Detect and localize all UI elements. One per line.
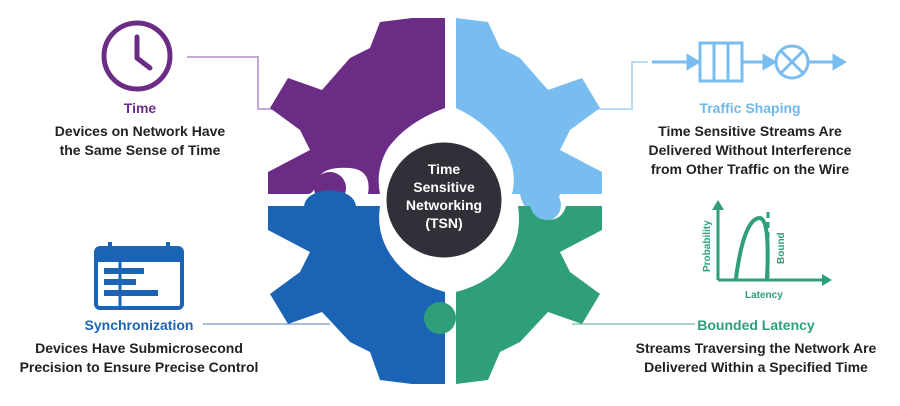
traffic-desc-line: Delivered Without Interference: [648, 142, 852, 158]
latency-desc-line: Delivered Within a Specified Time: [644, 359, 868, 375]
latency-desc-line: Streams Traversing the Network Are: [635, 340, 877, 356]
puzzle-knob-green: [424, 302, 456, 334]
time-block: Time Devices on Network Have the Same Se…: [20, 100, 260, 160]
clock-icon: [101, 20, 173, 92]
synchronization-icon: [94, 242, 184, 310]
latency-graph-xlabel: Latency: [745, 290, 783, 301]
bounded-latency-title: Bounded Latency: [697, 317, 815, 333]
synchronization-title: Synchronization: [84, 317, 194, 333]
sync-desc-line: Devices Have Submicrosecond: [35, 340, 243, 356]
center-label: Time Sensitive Networking (TSN): [386, 160, 502, 232]
puzzle-knob-light-blue: [529, 189, 561, 221]
center-circle: [381, 137, 507, 263]
bounded-latency-block: Bounded Latency Streams Traversing the N…: [618, 317, 894, 377]
gear-quadrant-green: [456, 206, 602, 384]
traffic-shaping-block: Traffic Shaping Time Sensitive Streams A…: [630, 100, 870, 179]
time-title: Time: [123, 100, 157, 116]
bounded-latency-description: Streams Traversing the Network Are Deliv…: [618, 339, 894, 377]
gear-quadrant-light-blue: [456, 18, 602, 214]
gear-quadrant-dark-blue: [268, 190, 445, 384]
traffic-shaping-icon: [652, 41, 847, 83]
sync-desc-line: Precision to Ensure Precise Control: [19, 359, 259, 375]
time-desc-line: the Same Sense of Time: [59, 142, 221, 158]
connector-line-traffic: [572, 61, 648, 110]
center-label-line: Sensitive: [413, 179, 475, 195]
center-label-line: Networking: [405, 197, 483, 213]
latency-graph-bound-label: Bound: [776, 232, 787, 264]
synchronization-description: Devices Have Submicrosecond Precision to…: [8, 339, 270, 377]
synchronization-block: Synchronization Devices Have Submicrosec…: [8, 317, 270, 377]
traffic-shaping-description: Time Sensitive Streams Are Delivered Wit…: [630, 122, 870, 179]
latency-graph-icon: Probability Bound Latency: [702, 200, 832, 301]
gear-quadrant-purple: [268, 18, 445, 194]
latency-graph-ylabel: Probability: [702, 220, 713, 272]
time-desc-line: Devices on Network Have: [54, 123, 226, 139]
center-label-line: (TSN): [425, 215, 463, 231]
traffic-desc-line: Time Sensitive Streams Are: [658, 123, 842, 139]
traffic-shaping-title: Traffic Shaping: [699, 100, 801, 116]
traffic-desc-line: from Other Traffic on the Wire: [650, 161, 850, 177]
time-description: Devices on Network Have the Same Sense o…: [20, 122, 260, 160]
center-label-line: Time: [427, 161, 461, 177]
